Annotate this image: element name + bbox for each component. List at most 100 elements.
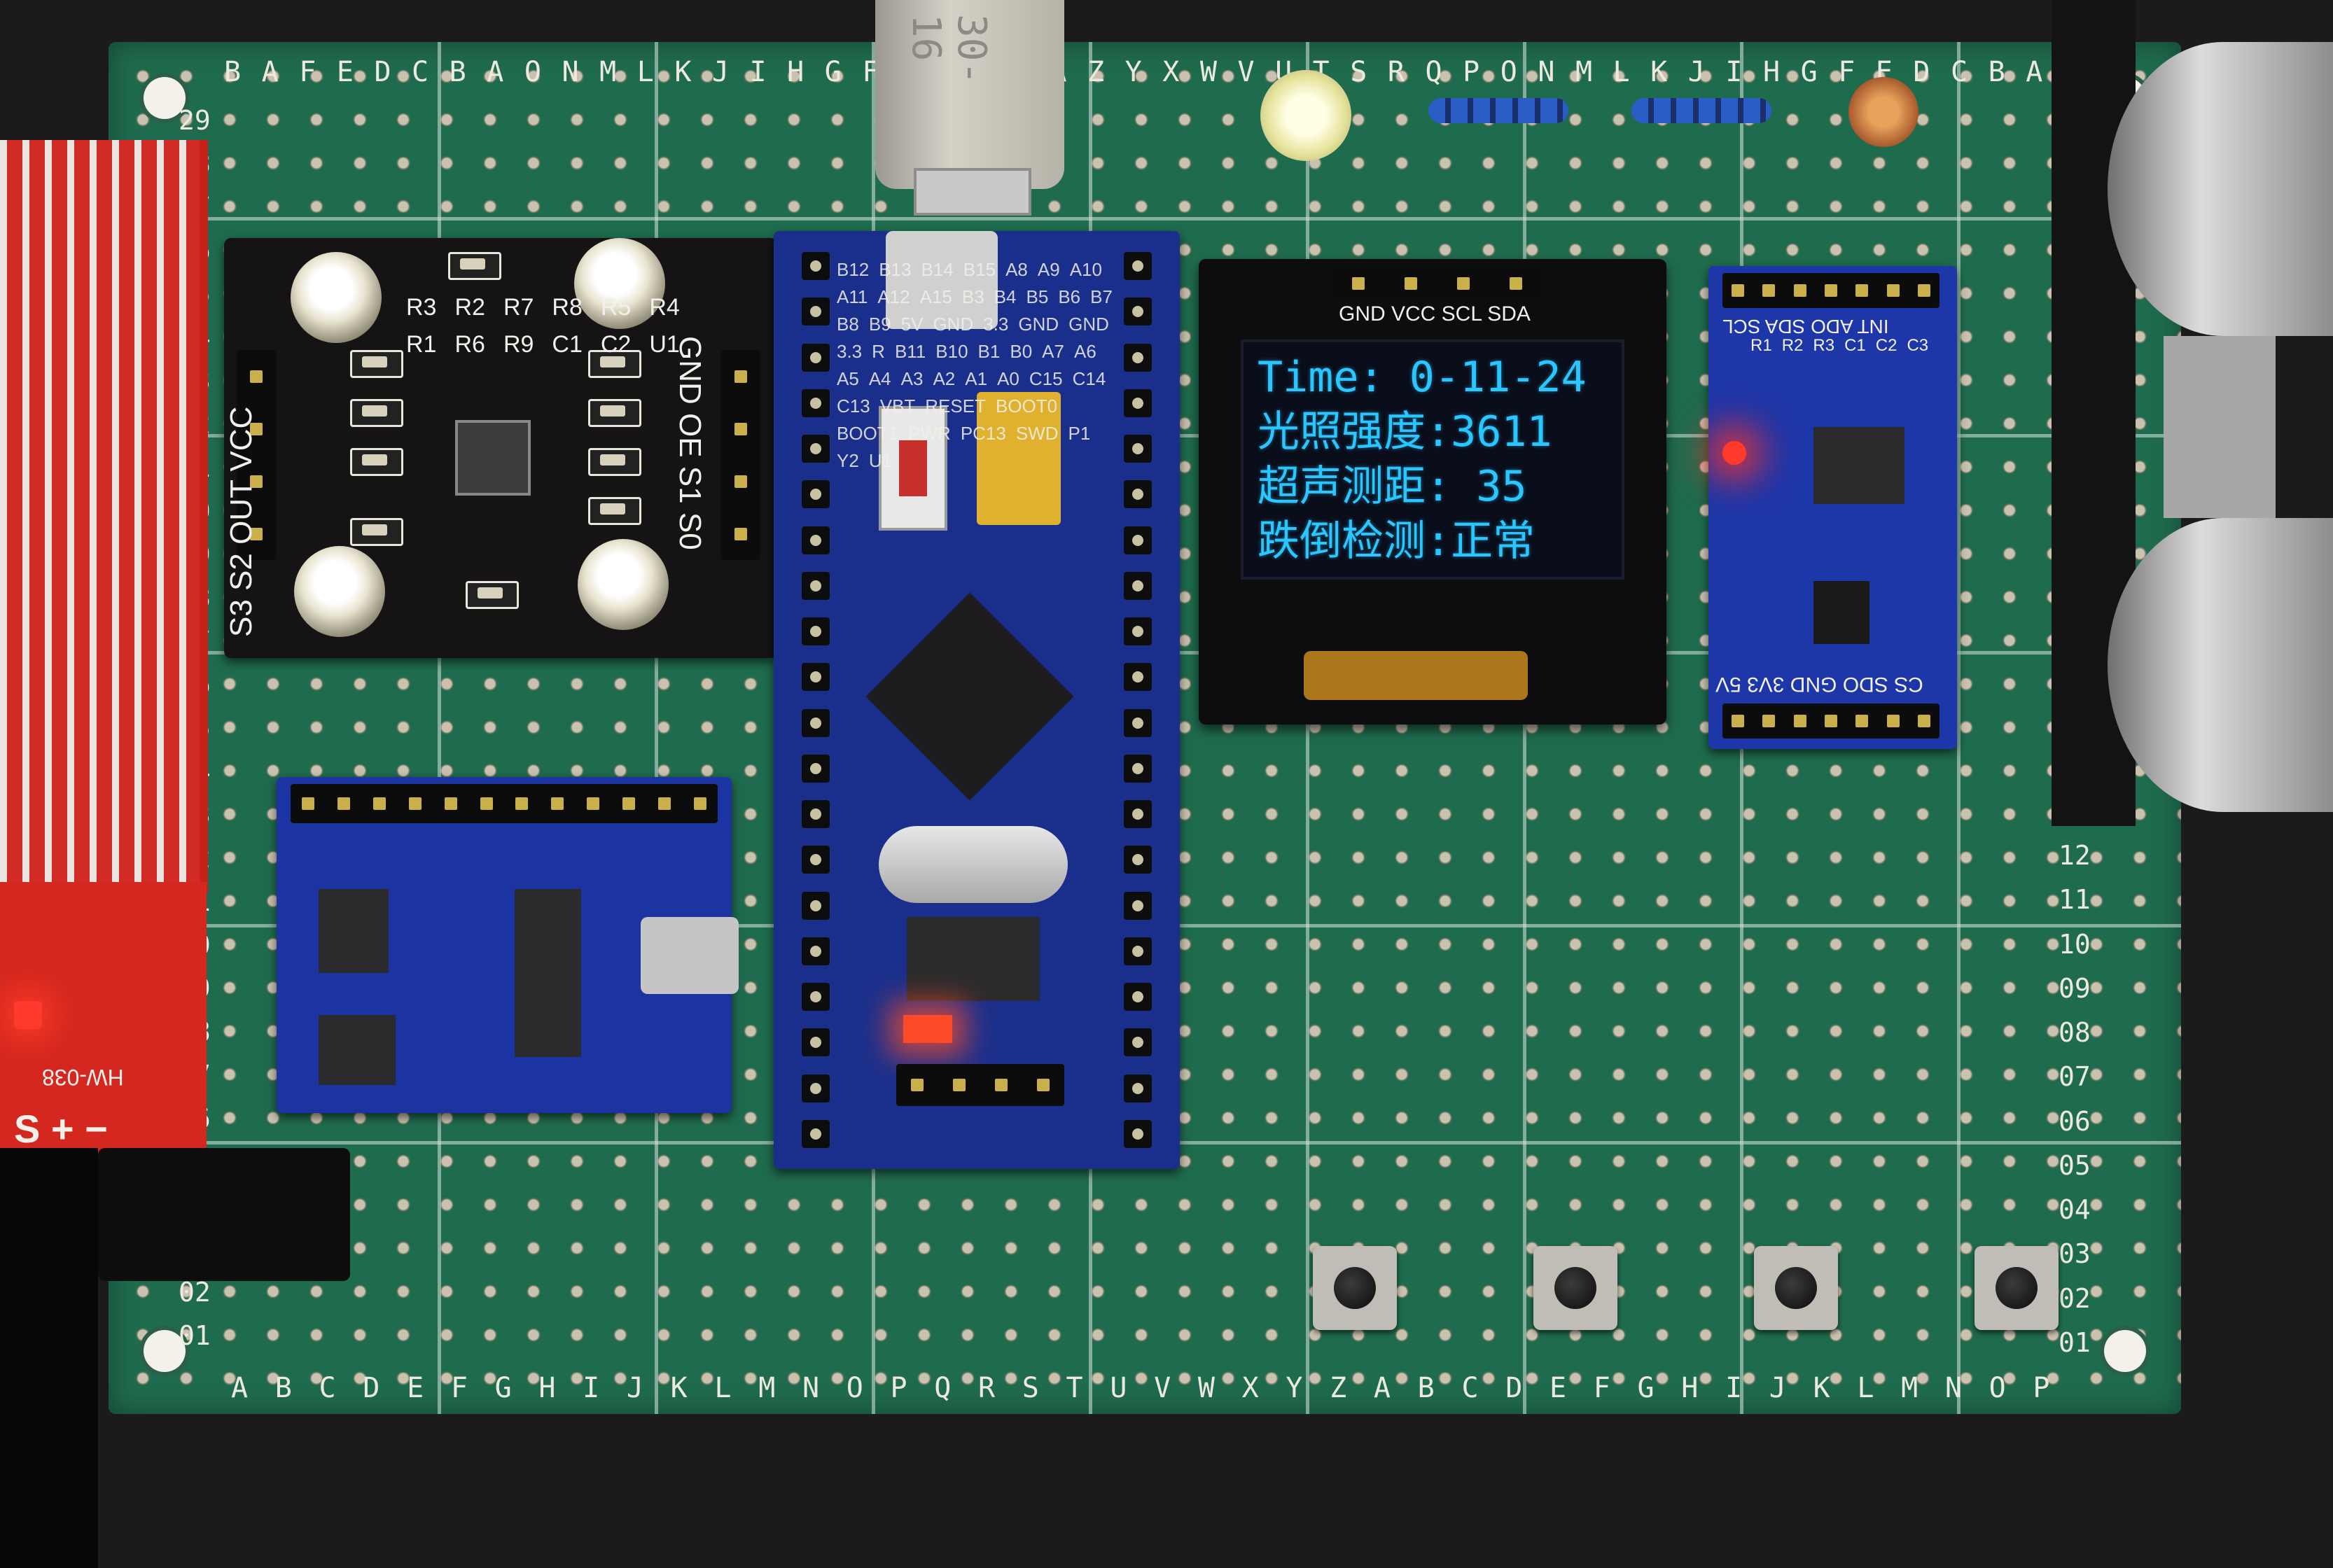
micro-usb-port (641, 917, 739, 994)
pin-label: A8 (1005, 259, 1028, 280)
sensor-pins-label: S + − (14, 1107, 108, 1151)
white-led-icon (291, 252, 382, 343)
edge-letter: C (1951, 56, 1970, 88)
edge-letter: N (562, 56, 580, 88)
pin-label: B15 (963, 259, 996, 280)
edge-letter: M (1901, 1372, 1920, 1404)
pin-label: B8 (837, 314, 859, 335)
ultrasonic-crystal (2164, 336, 2276, 518)
pin-label: A12 (877, 286, 910, 307)
edge-letter: A (261, 56, 280, 88)
edge-letter: V (1154, 1372, 1173, 1404)
reset-button-cap (899, 440, 927, 496)
component-label: R9 (503, 331, 534, 358)
tactile-button-3[interactable] (1754, 1246, 1838, 1330)
pin-label: C15 (1029, 368, 1063, 389)
component-label: R2 (1781, 336, 1804, 355)
edge-letter: H (1681, 1372, 1700, 1404)
ic-chip (319, 889, 389, 973)
edge-letter: I (1725, 1372, 1744, 1404)
edge-letter: F (1838, 56, 1857, 88)
edge-letter: J (626, 1372, 645, 1404)
pin-label: B5 (1026, 286, 1049, 307)
pin-label: RESET (925, 396, 986, 416)
edge-letter: K (674, 56, 693, 88)
edge-letter: H (1762, 56, 1782, 88)
tactile-button-4[interactable] (1975, 1246, 2059, 1330)
pin-label: C13 (837, 396, 870, 416)
pin-label: B12 (837, 259, 870, 280)
ribbon-cable (1304, 651, 1528, 700)
component-label: C1 (552, 331, 583, 358)
pin-label: B11 (894, 341, 926, 362)
component-label: R2 (454, 294, 485, 321)
edge-letter: D (1505, 1372, 1524, 1404)
edge-letter: E (1549, 1372, 1568, 1404)
pin-label: SWD (1015, 423, 1059, 444)
edge-number: 10 (2059, 928, 2091, 960)
grid-line (438, 42, 441, 1414)
pin-label: U1 (868, 450, 893, 471)
pin-label: GND (933, 314, 974, 335)
white-led-icon (294, 546, 385, 637)
ultrasonic-sensor (2052, 0, 2333, 833)
tactile-button-1[interactable] (1313, 1246, 1397, 1330)
pin-label: B3 (961, 286, 984, 307)
edge-letter: R (1387, 56, 1406, 88)
boot-jumpers (977, 392, 1061, 525)
edge-number: 02 (179, 1277, 211, 1308)
pin-label: A4 (868, 368, 891, 389)
right-pin-header (721, 350, 760, 560)
edge-letter: F (1593, 1372, 1612, 1404)
pin-label: P1 (1068, 423, 1091, 444)
component-label: C2 (1875, 336, 1897, 355)
edge-letter: D (1913, 56, 1932, 88)
edge-letter: P (2033, 1372, 2052, 1404)
resistor-pad (350, 448, 403, 476)
pin-label: B7 (1090, 286, 1113, 307)
edge-letter: H (787, 56, 806, 88)
edge-letter: B (274, 1372, 293, 1404)
edge-letter: T (1066, 1372, 1085, 1404)
edge-letter: S (1350, 56, 1369, 88)
edge-letter: N (1538, 56, 1557, 88)
capacitor-pad (448, 252, 501, 280)
swd-header (896, 1064, 1064, 1106)
pin-label: B1 (977, 341, 1001, 362)
edge-letter: J (711, 56, 731, 88)
tactile-button-2[interactable] (1533, 1246, 1617, 1330)
edge-letter: I (583, 1372, 601, 1404)
edge-letter: E (336, 56, 355, 88)
edge-letter: B (449, 56, 468, 88)
reset-button (879, 406, 947, 531)
gyro-top-pins: INT ADO SDA SCL (1722, 316, 1889, 337)
edge-letter: F (450, 1372, 469, 1404)
oled-display-module: GND VCC SCL SDA Time: 0-11-24 光照强度:3611 … (1199, 259, 1666, 724)
component-label: R6 (454, 331, 485, 358)
edge-letter: R (978, 1372, 997, 1404)
edge-letter: O (846, 1372, 865, 1404)
grid-line (1306, 42, 1309, 1414)
micro-usb-port (886, 231, 998, 329)
oled-pins-label: GND VCC SCL SDA (1339, 302, 1531, 326)
edge-letter: L (636, 56, 655, 88)
pin-label: PWR (908, 423, 951, 444)
edge-number: 08 (2059, 1017, 2091, 1049)
edge-letter: M (1575, 56, 1594, 88)
edge-letter: K (670, 1372, 689, 1404)
edge-letter: A (2026, 56, 2045, 88)
edge-letter: D (374, 56, 393, 88)
component-label: R4 (649, 294, 680, 321)
left-pins-label: S3 S2 OUT VCC (224, 406, 258, 637)
edge-letter: O (1500, 56, 1519, 88)
photoresistor-icon (1848, 77, 1918, 147)
resistor (1631, 98, 1771, 123)
led-icon (1260, 70, 1351, 161)
component-label: R3 (1813, 336, 1835, 355)
edge-letter: G (494, 1372, 513, 1404)
left-pin-row (802, 252, 830, 1148)
edge-letter: B (1417, 1372, 1436, 1404)
pin-label: A10 (1069, 259, 1102, 280)
